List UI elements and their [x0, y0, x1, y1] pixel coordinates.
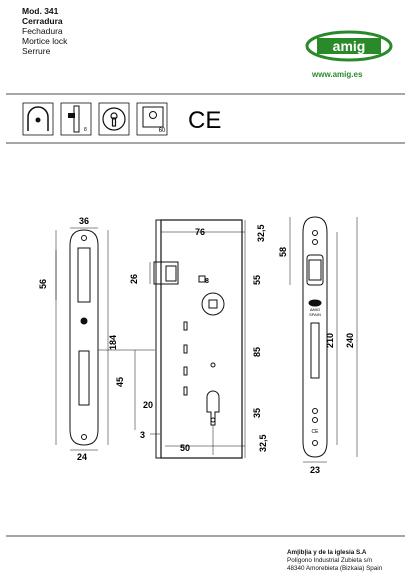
plate-ce: CE: [312, 429, 320, 435]
company-name: Am|ib|ia y de la iglesia S.A: [287, 549, 367, 556]
dim-45: 45: [115, 377, 125, 387]
ce-mark: CE: [188, 107, 221, 134]
name-english: Mortice lock: [22, 36, 68, 46]
euro-cylinder-icon: [98, 102, 130, 136]
dim-58: 58: [278, 247, 288, 257]
dim-55: 55: [252, 275, 262, 285]
dim-3: 3: [140, 430, 145, 440]
strike-plate: [55, 227, 155, 451]
dim-8: 8: [205, 278, 209, 285]
symbol-backset: 60: [136, 102, 168, 136]
latch-value: 8: [84, 127, 87, 133]
dim-184: 184: [108, 335, 118, 350]
dim-240: 240: [345, 333, 355, 348]
dim-24: 24: [77, 452, 87, 462]
lock-body: [149, 219, 246, 459]
dim-76: 76: [195, 227, 205, 237]
dim-56: 56: [38, 279, 48, 289]
dim-36: 36: [79, 216, 89, 226]
symbol-cylinder: [98, 102, 130, 136]
logo-text: amig: [333, 38, 366, 54]
backset-icon: [136, 102, 168, 136]
dim-85: 85: [252, 347, 262, 357]
plate-origin: SPAIN: [309, 312, 321, 317]
dim-210: 210: [325, 333, 335, 348]
amig-logo: amig: [305, 30, 393, 62]
website-url: www.amig.es: [312, 70, 363, 79]
name-catalan: Fechadura: [22, 26, 63, 36]
symbol-deadbolt: [22, 102, 54, 136]
name-spanish: Cerradura: [22, 16, 63, 26]
dim-20: 20: [143, 400, 153, 410]
model-block: Mod. 341 Cerradura Fechadura Mortice loc…: [22, 6, 67, 56]
header: Mod. 341 Cerradura Fechadura Mortice loc…: [22, 6, 402, 90]
model-number: Mod. 341: [22, 6, 59, 16]
dim-26: 26: [129, 274, 139, 284]
address-line-1: Polígono Industrial Zubieta s/n: [287, 557, 373, 564]
dim-32-5-top: 32,5: [256, 224, 266, 242]
name-french: Serrure: [22, 46, 51, 56]
dim-32-5-bottom: 32,5: [258, 434, 268, 452]
latch-icon: [60, 102, 92, 136]
address-line-2: 48340 Amorebieta (Bizkaia) Spain: [287, 565, 383, 572]
symbol-latch: 8: [60, 102, 92, 136]
dim-50: 50: [180, 443, 190, 453]
company-address: Am|ib|ia y de la iglesia S.A Polígono In…: [287, 549, 382, 573]
faceplate: [289, 216, 358, 463]
dim-35: 35: [252, 408, 262, 418]
backset-value: 60: [159, 128, 166, 134]
plate-brand: AMIG: [310, 307, 320, 312]
dim-23: 23: [310, 465, 320, 475]
deadbolt-icon: [22, 102, 54, 136]
